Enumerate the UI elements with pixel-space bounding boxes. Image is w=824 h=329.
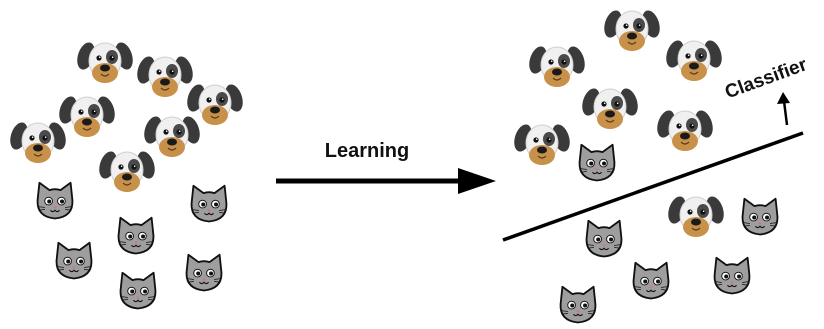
- learning-label: Learning: [325, 140, 409, 162]
- dog-face-icon: [510, 121, 574, 166]
- cat-face-icon: [559, 285, 597, 324]
- learning-arrow: [276, 168, 496, 194]
- cat-face-icon: [741, 197, 779, 236]
- dog-face-icon: [578, 85, 642, 130]
- cat-face-icon: [713, 256, 751, 295]
- classifier-boundary-line: [502, 131, 804, 242]
- cat-face-icon: [578, 143, 616, 182]
- dog-face-icon: [525, 43, 589, 88]
- cat-face-icon: [117, 216, 155, 255]
- cat-face-icon: [190, 184, 228, 223]
- cat-face-icon: [632, 261, 670, 300]
- dog-face-icon: [6, 119, 70, 164]
- dog-face-icon: [664, 193, 728, 238]
- dog-face-icon: [183, 81, 247, 126]
- cat-face-icon: [185, 253, 223, 292]
- cat-face-icon: [36, 181, 74, 220]
- dog-face-icon: [653, 107, 717, 152]
- cat-face-icon: [585, 219, 623, 258]
- dog-face-icon: [55, 93, 119, 138]
- right-animal-group: [510, 7, 779, 324]
- dog-face-icon: [662, 37, 726, 82]
- dog-face-icon: [73, 39, 137, 84]
- dog-face-icon: [140, 113, 204, 158]
- dog-face-icon: [95, 148, 159, 193]
- left-animal-group: [6, 39, 247, 310]
- dog-face-icon: [133, 53, 197, 98]
- cat-face-icon: [55, 241, 93, 280]
- classifier-pointer-arrow: [777, 92, 790, 126]
- cat-face-icon: [119, 271, 157, 310]
- dog-face-icon: [600, 7, 664, 52]
- classifier-label: Classifier: [722, 54, 810, 103]
